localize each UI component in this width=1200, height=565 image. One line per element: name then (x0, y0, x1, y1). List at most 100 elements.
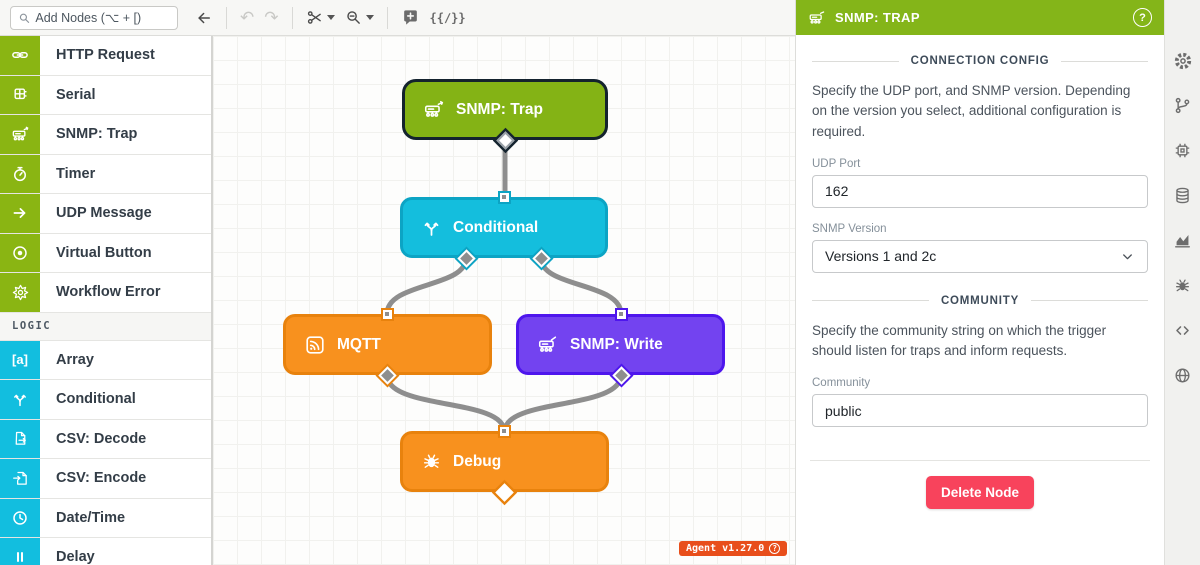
doc-arrow-in-icon (0, 459, 40, 498)
node-conditional[interactable]: Conditional (400, 197, 608, 258)
globals-button[interactable]: {{∕}} (429, 10, 466, 25)
device-icon[interactable] (1173, 141, 1193, 160)
snmp-write-icon (538, 335, 557, 352)
snmp-version-label: SNMP Version (812, 222, 887, 235)
udp-port-label: UDP Port (812, 157, 861, 170)
database-icon[interactable] (1173, 186, 1193, 205)
palette-item-serial[interactable]: Serial (0, 75, 211, 115)
panel-divider (810, 460, 1150, 462)
branch-icon (424, 222, 439, 236)
cut-menu-button[interactable] (301, 5, 340, 31)
delete-node-button[interactable]: Delete Node (925, 476, 1035, 510)
add-nodes-search[interactable] (10, 5, 178, 30)
array-icon: [a] (0, 340, 40, 379)
pause-icon (0, 538, 40, 565)
palette-item-label: Date/Time (56, 509, 126, 526)
palette-item-label: Serial (56, 86, 96, 103)
palette-item-date-time[interactable]: Date/Time (0, 498, 211, 538)
palette-item-virtual-button[interactable]: Virtual Button (0, 233, 211, 273)
toolbar-divider (226, 6, 227, 29)
help-icon[interactable]: ? (1133, 8, 1152, 27)
back-button[interactable] (190, 5, 218, 31)
palette-item-timer[interactable]: Timer (0, 154, 211, 194)
chevron-down-icon (326, 15, 335, 20)
wire-conditional-mqtt[interactable] (384, 255, 469, 317)
search-icon (19, 13, 30, 23)
panel-header: SNMP: TRAP ? (796, 0, 1164, 35)
palette-item-label: Timer (56, 165, 96, 182)
node-label: Debug (453, 452, 502, 470)
debug-icon[interactable] (1173, 276, 1193, 295)
agent-version-badge[interactable]: Agent v1.27.0 ? (679, 541, 788, 556)
wire-mqtt-debug[interactable] (384, 372, 507, 434)
community-heading: COMMUNITY (812, 294, 1149, 307)
input-port-mqtt[interactable] (380, 307, 394, 321)
palette-item-label: UDP Message (56, 205, 152, 222)
snmp-version-select[interactable]: Versions 1 and 2c (812, 239, 1148, 273)
connection-config-heading: CONNECTION CONFIG (812, 55, 1149, 67)
left-body: HTTP Request Serial SNMP: Trap (0, 36, 795, 565)
workflow-canvas[interactable]: SNMP: Trap Conditional MQTT SNMP: Write (213, 36, 795, 565)
wires-layer (384, 137, 624, 434)
wire-conditional-snmp-write[interactable] (538, 255, 624, 317)
analytics-icon[interactable] (1173, 231, 1193, 250)
section-title: COMMUNITY (940, 294, 1020, 307)
community-description: Specify the community string on which th… (812, 322, 1107, 358)
snmp-trap-icon (424, 100, 444, 117)
zoom-menu-button[interactable] (340, 5, 379, 31)
scissors-icon (307, 11, 321, 24)
input-port-conditional[interactable] (497, 190, 511, 204)
connection-config-description: Specify the UDP port, and SNMP version. … (812, 83, 1131, 139)
palette-item-label: Delay (56, 549, 95, 565)
http-request-icon (0, 36, 40, 75)
serial-icon (0, 75, 40, 114)
undo-button[interactable]: ↶ (240, 8, 255, 27)
toolbar-divider (291, 6, 293, 29)
node-label: SNMP: Write (570, 335, 663, 353)
agent-version-label: Agent v1.27.0 (686, 543, 765, 554)
community-input[interactable] (812, 394, 1148, 428)
palette-item-label: SNMP: Trap (56, 126, 138, 143)
code-icon[interactable] (1173, 321, 1193, 340)
udp-port-input[interactable] (812, 174, 1148, 208)
snmp-trap-icon (0, 115, 40, 154)
palette-item-label: HTTP Request (56, 47, 155, 64)
palette-item-csv-encode[interactable]: CSV: Encode (0, 459, 211, 499)
chevron-down-icon (365, 15, 374, 20)
section-title: CONNECTION CONFIG (910, 55, 1050, 67)
add-note-button[interactable] (396, 5, 425, 31)
radio-circle-icon (0, 233, 40, 272)
right-rail (1164, 0, 1200, 565)
input-port-debug[interactable] (497, 424, 511, 438)
panel-title: SNMP: TRAP (835, 10, 920, 25)
palette-item-conditional[interactable]: Conditional (0, 380, 211, 420)
node-palette: HTTP Request Serial SNMP: Trap (0, 36, 213, 565)
settings-icon[interactable] (1173, 51, 1193, 70)
palette-item-label: Array (56, 351, 94, 368)
globe-icon[interactable] (1173, 366, 1193, 385)
input-port-snmp-write[interactable] (614, 307, 628, 321)
palette-item-udp-message[interactable]: UDP Message (0, 194, 211, 234)
comment-plus-icon (403, 10, 417, 25)
wire-snmp-write-debug[interactable] (502, 372, 624, 434)
versions-icon[interactable] (1173, 96, 1193, 115)
panel-body: CONNECTION CONFIG Specify the UDP port, … (796, 35, 1164, 565)
palette-item-delay[interactable]: Delay (0, 538, 211, 565)
redo-button[interactable]: ↷ (264, 8, 279, 27)
palette-item-workflow-error[interactable]: Workflow Error (0, 273, 211, 313)
palette-item-http-request[interactable]: HTTP Request (0, 36, 211, 76)
toolbar-divider (386, 6, 388, 29)
agent-help-icon: ? (769, 543, 781, 554)
palette-section-logic: LOGIC (0, 312, 211, 341)
palette-item-snmp-trap[interactable]: SNMP: Trap (0, 115, 211, 155)
palette-item-csv-decode[interactable]: CSV: Decode (0, 419, 211, 459)
toolbar: ↶ ↷ {{∕}} (0, 0, 795, 36)
palette-item-label: Conditional (56, 391, 136, 408)
node-label: SNMP: Trap (456, 100, 543, 118)
palette-item-array[interactable]: [a] Array (0, 340, 211, 380)
palette-item-label: CSV: Encode (56, 470, 147, 487)
back-arrow-icon (198, 12, 210, 23)
add-nodes-input[interactable] (35, 10, 170, 25)
node-config-panel: SNMP: TRAP ? CONNECTION CONFIG Specify t… (795, 0, 1164, 565)
left-region: ↶ ↷ {{∕}} (0, 0, 795, 565)
